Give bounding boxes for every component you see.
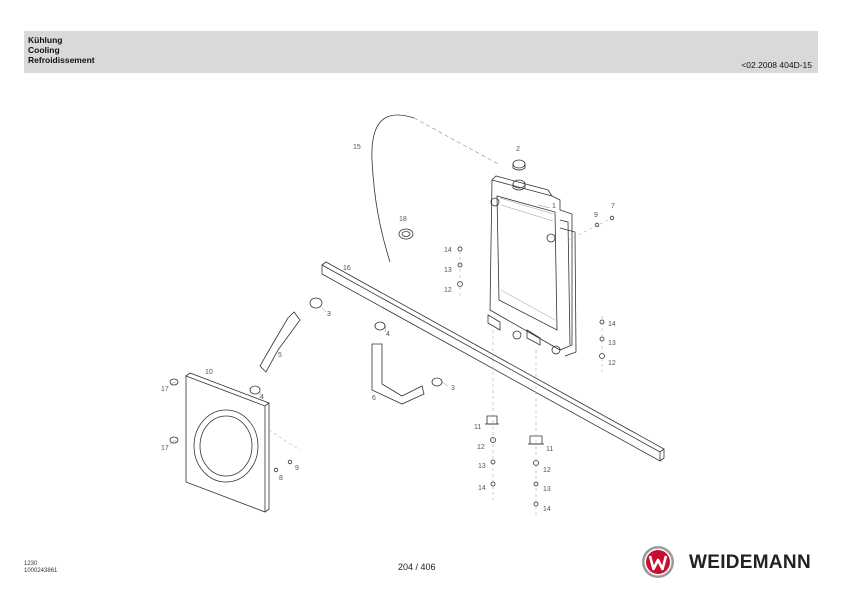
callout-15: 15 (353, 144, 361, 151)
callout-5: 5 (278, 352, 282, 359)
callout-9b: 9 (295, 465, 299, 472)
part-10-shroud (185, 372, 270, 513)
callout-6: 6 (372, 395, 376, 402)
part-2-cap (512, 159, 526, 191)
callout-11a: 11 (474, 424, 481, 431)
callout-4b: 4 (260, 394, 264, 401)
callout-7: 7 (611, 203, 615, 210)
part-11-mounts (485, 415, 544, 445)
title-french: Refroidissement (28, 55, 95, 65)
callout-12a: 12 (444, 287, 452, 294)
part-5-hose (259, 311, 301, 373)
part-6-hose (371, 343, 425, 405)
callout-12c: 12 (477, 444, 485, 451)
callout-1: 1 (552, 203, 556, 210)
callout-14d: 14 (543, 506, 551, 513)
title-german: Kühlung (28, 35, 63, 45)
callout-12d: 12 (543, 467, 551, 474)
callout-13a: 13 (444, 267, 452, 274)
callout-9a: 9 (594, 212, 598, 219)
callout-labels: 1 2 3 3 4 4 5 6 7 8 9 9 10 11 11 12 12 1… (161, 144, 616, 513)
callout-10: 10 (205, 369, 213, 376)
callout-11b: 11 (546, 446, 553, 453)
part-1-radiator (487, 175, 577, 357)
callout-13c: 13 (478, 463, 486, 470)
document-code: 1230 1000243861 (24, 561, 57, 575)
callout-17b: 17 (161, 445, 169, 452)
model-reference: <02.2008 404D-15 (741, 60, 812, 70)
brand-name: WEIDEMANN (689, 552, 811, 573)
part-18-clamp (398, 228, 414, 240)
part-15-cable (371, 114, 415, 263)
callout-8: 8 (279, 475, 283, 482)
callout-2: 2 (516, 146, 520, 153)
callout-17a: 17 (161, 386, 169, 393)
callout-12b: 12 (608, 360, 616, 367)
page-number: 204 / 406 (398, 562, 436, 572)
weidemann-logo-icon (642, 546, 674, 578)
leader-lines (169, 204, 551, 445)
page-header: Kühlung Cooling Refroidissement <02.2008… (24, 31, 818, 73)
title-english: Cooling (28, 45, 60, 55)
part-16-bar (321, 261, 665, 462)
assembly-guides (268, 217, 613, 515)
callout-14c: 14 (478, 485, 486, 492)
callout-16: 16 (343, 265, 351, 272)
callout-3a: 3 (327, 311, 331, 318)
callout-14b: 14 (608, 321, 616, 328)
brand-block: WEIDEMANN (641, 545, 821, 579)
callout-14a: 14 (444, 247, 452, 254)
callout-4a: 4 (386, 331, 390, 338)
callout-13d: 13 (543, 486, 551, 493)
callout-13b: 13 (608, 340, 616, 347)
code-line-1: 1230 (24, 561, 38, 567)
section-titles: Kühlung Cooling Refroidissement (28, 35, 95, 65)
callout-18: 18 (399, 216, 407, 223)
code-line-2: 1000243861 (24, 568, 58, 574)
callout-3b: 3 (451, 385, 455, 392)
